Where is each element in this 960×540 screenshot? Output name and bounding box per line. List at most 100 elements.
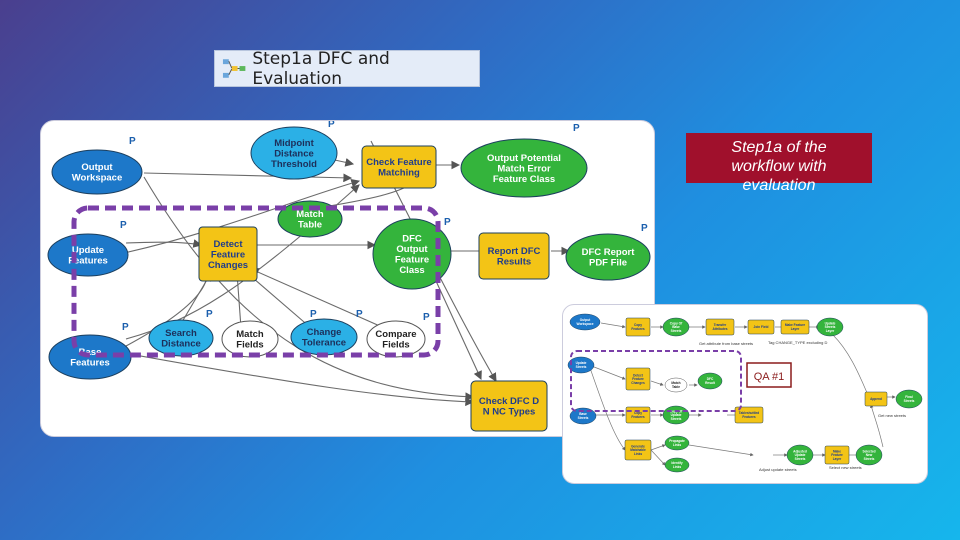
node-label: Fields <box>382 340 409 351</box>
svg-text:Tag CHANGE_TYPE excluding D: Tag CHANGE_TYPE excluding D <box>768 340 827 345</box>
node-label: Change <box>307 327 342 338</box>
node-label: Detect <box>633 373 644 377</box>
node-label: Compare <box>375 329 416 340</box>
node-label: Streets <box>864 457 875 461</box>
svg-text:P: P <box>423 312 430 323</box>
node-label: Distance <box>274 148 314 159</box>
qa-label: QA #1 <box>754 371 785 383</box>
node-label: Output Potential <box>487 153 561 164</box>
node-label: Propagate <box>669 439 685 443</box>
node-label: Feature <box>395 255 429 266</box>
node-label: Match <box>236 329 264 340</box>
node-label: Links <box>673 465 682 469</box>
svg-text:P: P <box>573 123 580 134</box>
model-title: Step1a DFC and Evaluation <box>252 48 390 89</box>
svg-text:P: P <box>120 220 127 231</box>
node-label: Search <box>165 328 197 339</box>
node-label: Adjusted <box>793 449 807 453</box>
node-label: Table <box>298 220 322 231</box>
node-check-dfc-types[interactable]: Check DFC DN NC Types <box>470 380 548 432</box>
node-label: Features <box>631 415 645 419</box>
node-label: Streets <box>795 457 806 461</box>
node-label: Copy <box>634 323 642 327</box>
node-label: Changes <box>631 381 645 385</box>
node-label: Base <box>79 347 102 358</box>
node-label: PDF File <box>589 258 627 269</box>
node-label: Base <box>579 412 587 416</box>
node-label: Join Field <box>754 325 769 329</box>
node-label: Layer <box>826 329 835 333</box>
node-label: Feature <box>211 249 245 260</box>
callout-line: workflow with <box>731 158 827 175</box>
node-label: Streets <box>576 365 587 369</box>
param-markers: P P P P P P P P P P P <box>120 121 648 333</box>
node-label: N NC Types <box>483 407 536 418</box>
callout-line: evaluation <box>742 177 816 194</box>
mini-node-append[interactable]: Append <box>864 391 888 407</box>
node-label: Base <box>672 325 680 329</box>
node-label: Check DFC D <box>479 396 539 407</box>
mini-node-join-field[interactable]: Join Field <box>747 319 775 335</box>
svg-text:P: P <box>129 136 136 147</box>
svg-text:Adjust update streets: Adjust update streets <box>759 467 797 472</box>
node-label: Copy Of <box>670 321 683 325</box>
svg-text:P: P <box>122 322 129 333</box>
node-label: Links <box>673 443 682 447</box>
node-label: Match <box>296 209 324 220</box>
node-label: Append <box>870 397 882 401</box>
node-label: Feature Class <box>493 174 555 185</box>
node-label: Feature <box>632 377 644 381</box>
node-label: Streets <box>671 417 682 421</box>
node-label: Layer <box>791 327 800 331</box>
node-label: Detect <box>213 239 243 250</box>
node-label: Feature <box>831 453 843 457</box>
node-label: Fields <box>236 340 263 351</box>
node-label: Make <box>833 449 841 453</box>
model-title-bar[interactable]: Step1a DFC and Evaluation <box>214 48 480 89</box>
node-label: Matchable <box>630 448 646 452</box>
node-label: Tolerance <box>302 338 346 349</box>
node-label: Features <box>742 415 756 419</box>
node-label: Changes <box>208 260 248 271</box>
node-label: Class <box>399 265 424 276</box>
node-label: Streets <box>825 325 836 329</box>
node-label: Update <box>825 321 836 325</box>
node-label: Tableshuttled <box>739 411 760 415</box>
node-label: Check Feature <box>366 157 431 168</box>
